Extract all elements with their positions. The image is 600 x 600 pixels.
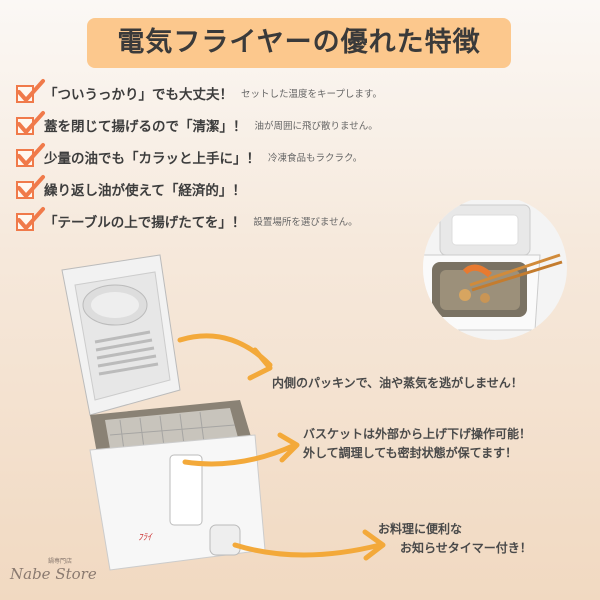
logo-subtitle: 鍋専門店 — [48, 558, 73, 565]
note-basket-line1: バスケットは外部から上げ下げ操作可能！ — [303, 427, 532, 441]
feature-sub: 設置場所を選びません。 — [253, 217, 358, 228]
note-timer-line2: お知らせタイマー付き！ — [400, 541, 532, 555]
note-timer-line1: お料理に便利な — [378, 522, 463, 536]
note-packing: 内側のパッキンで、油や蒸気を逃がしません！ — [272, 376, 523, 390]
feature-item: 少量の油でも「カラッと上手に」！ 冷凍食品もラクラク。 — [16, 143, 363, 168]
arrow-basket — [182, 432, 300, 467]
arrow-timer — [232, 529, 386, 561]
svg-text:ﾌﾗｲ: ﾌﾗｲ — [138, 533, 153, 543]
feature-sub: 冷凍食品もラクラク。 — [268, 153, 363, 164]
note-basket-line2: 外して調理しても密封状態が保てます！ — [303, 446, 518, 460]
feature-main: 蓋を閉じて揚げるので「清潔」！ — [44, 119, 247, 135]
feature-main: 繰り返し油が使えて「経済的」！ — [44, 183, 246, 199]
arrow-packing — [177, 333, 273, 381]
feature-item: 「ついうっかり」でも大丈夫！ セットした温度をキープします。 — [16, 79, 382, 104]
checkmark-icon — [16, 175, 45, 200]
feature-sub: セットした温度をキープします。 — [241, 89, 382, 100]
page-title: 電気フライヤーの優れた特徴 — [87, 18, 511, 68]
feature-main: 「ついうっかり」でも大丈夫！ — [44, 87, 233, 103]
note-basket: バスケットは外部から上げ下げ操作可能！ 外して調理しても密封状態が保てます！ — [303, 425, 531, 463]
feature-main: 「テーブルの上で揚げたてを」！ — [44, 215, 246, 231]
inset-photo-frying — [423, 200, 567, 340]
checkmark-icon — [16, 79, 45, 104]
fryer-product-image: ﾌﾗｲ — [61, 254, 266, 571]
checkmark-icon — [16, 111, 45, 136]
logo-name: Nabe Store — [10, 565, 97, 583]
checkmark-icon — [16, 207, 45, 232]
feature-item: 繰り返し油が使えて「経済的」！ — [16, 175, 254, 200]
store-logo: 鍋専門店 Nabe Store — [10, 558, 97, 583]
note-timer: お料理に便利な お知らせタイマー付き！ — [378, 520, 532, 558]
feature-item: 蓋を閉じて揚げるので「清潔」！ 油が周囲に飛び散りません。 — [16, 111, 378, 136]
feature-sub: 油が周囲に飛び散りません。 — [254, 121, 378, 132]
feature-item: 「テーブルの上で揚げたてを」！ 設置場所を選びません。 — [16, 207, 358, 232]
feature-main: 少量の油でも「カラッと上手に」！ — [44, 151, 260, 167]
checkmark-icon — [16, 143, 45, 168]
